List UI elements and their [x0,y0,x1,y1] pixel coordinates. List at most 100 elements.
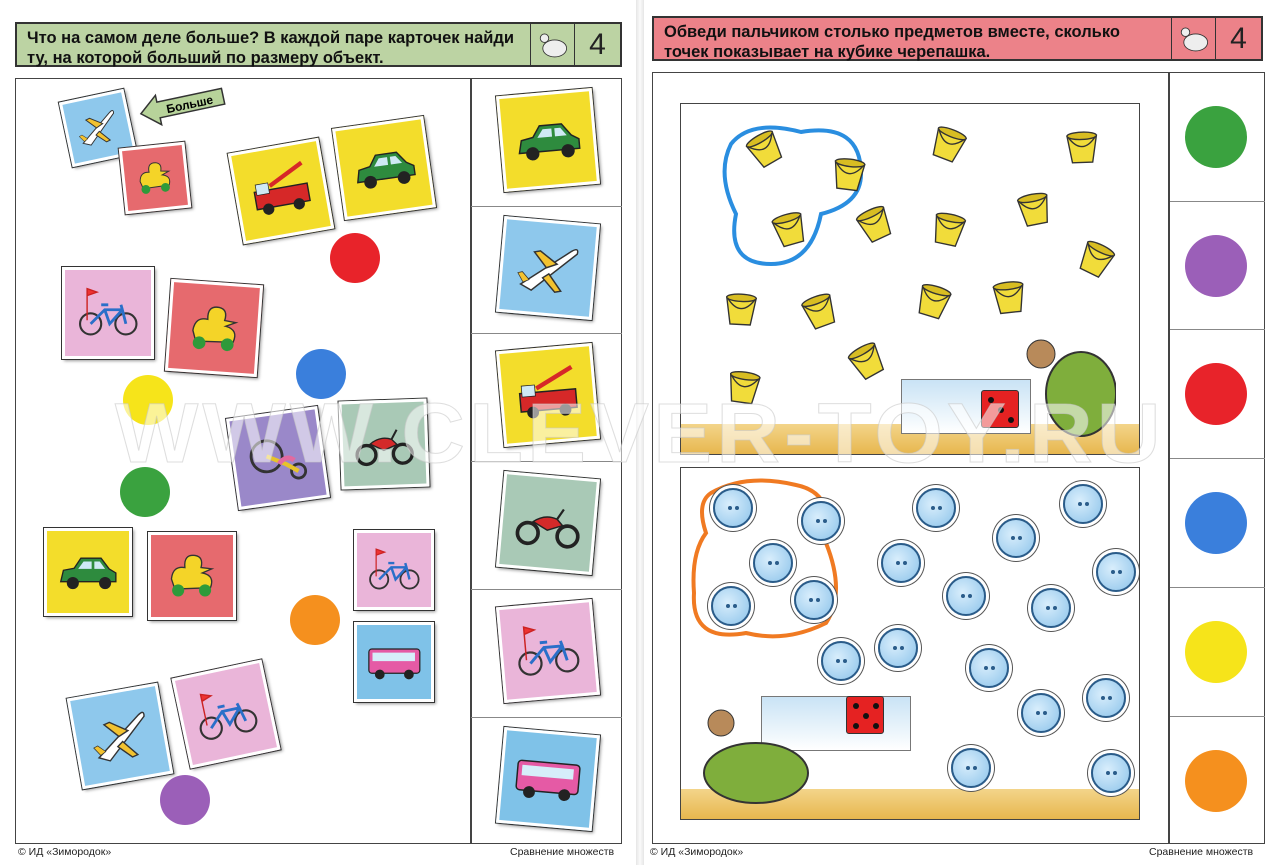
bucket-icon [790,280,849,339]
bigger-label: Больше [165,93,215,117]
answer-card [495,598,601,703]
dice-pip [863,713,869,719]
buckets-picture [680,103,1140,455]
picture-card [66,682,174,790]
color-dot [120,467,170,517]
duck-icon [158,542,225,609]
color-dot [1185,363,1247,426]
row-divider [471,205,622,207]
bucket-icon [835,328,898,391]
car-icon [508,100,588,180]
picture-card [226,406,330,510]
bicycle-icon [184,672,268,756]
button-icon [1086,678,1126,718]
blue-selection-loop [722,125,864,267]
duck-icon [176,290,251,365]
button-icon [946,576,986,616]
dice-pip [998,407,1004,413]
right-instruction: Обведи пальчиком столько предметов вмест… [664,23,1120,61]
left-task-header: Что на самом деле больше? В каждой паре … [15,22,622,67]
button-icon [996,518,1036,558]
duck-icon [128,151,182,205]
footer-publisher: © ИД «Зимородок» [650,846,744,858]
dice-pip [1008,417,1014,423]
button-icon [711,586,751,626]
color-dot [330,233,380,283]
row-divider [1170,329,1265,331]
page-gutter [636,0,644,865]
dice-pip [853,703,859,709]
turtle-icon [530,24,574,65]
bucket-icon [984,270,1035,321]
task-number: 4 [1215,18,1261,59]
bucket-icon [718,359,770,411]
picture-card [354,530,434,610]
button-icon [1031,588,1071,628]
right-task-header: Обведи пальчиком столько предметов вмест… [652,16,1263,61]
button-icon [951,748,991,788]
bicycle-icon [508,611,588,691]
bicycle-icon [364,540,425,601]
picture-card [148,532,236,620]
picture-card [171,659,281,769]
left-exercise-frame [15,78,622,844]
buttons-picture [680,467,1140,820]
picture-card [164,278,264,378]
color-dot [160,775,210,825]
picture-card [62,267,154,359]
divider [1168,72,1170,844]
dice-sign [761,696,911,751]
button-icon [753,543,793,583]
task-number: 4 [574,24,620,65]
row-divider [1170,200,1265,202]
bigger-arrow-icon: Больше [139,87,226,127]
dice-five [846,696,884,734]
car-icon [54,538,121,605]
picture-card [354,622,434,702]
button-icon [801,501,841,541]
button-icon [881,543,921,583]
row-divider [471,461,622,463]
button-icon [713,488,753,528]
firetruck-icon [240,150,322,232]
car-icon [344,128,424,208]
bucket-icon [1007,180,1061,234]
right-exercise-frame [652,72,1265,844]
dice-pip [873,723,879,729]
bucket-icon [919,112,978,171]
picture-card [227,137,335,245]
button-icon [916,488,956,528]
divider [470,78,472,844]
button-icon [1021,693,1061,733]
answer-card [495,726,601,831]
answer-card [495,215,601,320]
bucket-icon [1058,121,1106,169]
button-icon [878,628,918,668]
color-dot [1185,106,1247,168]
row-divider [471,333,622,335]
color-dot [123,375,173,425]
tricycle-icon [238,418,318,498]
color-dot [296,349,346,399]
bucket-icon [922,200,977,255]
bucket-icon [905,270,962,327]
button-icon [821,641,861,681]
color-dot [1185,492,1247,555]
bucket-icon [717,283,765,331]
dice-pip [853,723,859,729]
answer-card [495,87,601,193]
button-icon [1091,753,1131,793]
button-icon [969,648,1009,688]
row-divider [471,588,622,590]
orange-selection-loop [691,478,838,639]
plane-icon [79,695,161,777]
dice-pip [988,397,994,403]
bus-icon [508,739,588,819]
row-divider [1170,715,1265,717]
plane-icon [508,228,588,308]
button-icon [1063,484,1103,524]
color-dot [1185,620,1247,683]
picture-card [338,398,430,490]
left-instruction: Что на самом деле больше? В каждой паре … [27,29,515,67]
picture-card [44,528,132,616]
